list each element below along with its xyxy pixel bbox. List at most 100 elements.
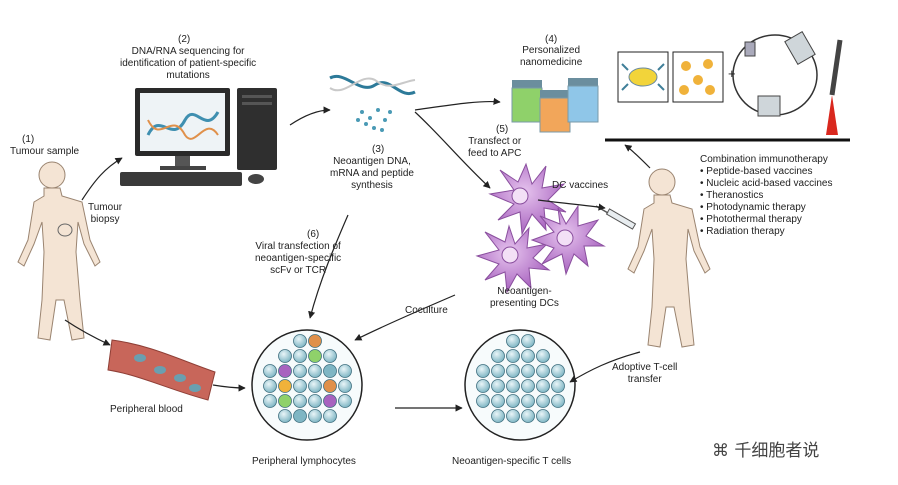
cell	[338, 379, 352, 393]
computer-illustration	[120, 88, 277, 186]
cell	[278, 364, 292, 378]
cell	[506, 334, 520, 348]
cell	[293, 409, 307, 423]
peripheral-lymphocytes-label: Peripheral lymphocytes	[252, 456, 356, 467]
syringe-icon	[595, 205, 637, 230]
dc-cell-3	[530, 204, 606, 276]
cell	[551, 379, 565, 393]
combination-item: • Radiation therapy	[700, 226, 785, 237]
cell	[293, 334, 307, 348]
transfect-label: Transfect or feed to APC	[468, 136, 522, 159]
watermark-text: 千细胞者说	[734, 441, 820, 461]
cell	[263, 364, 277, 378]
cell	[323, 349, 337, 363]
tumour-sample-label: Tumour sample	[10, 146, 80, 157]
plus-sign: +	[728, 66, 736, 81]
cell	[506, 379, 520, 393]
cell	[491, 349, 505, 363]
cell	[263, 379, 277, 393]
cell	[293, 364, 307, 378]
cell	[293, 394, 307, 408]
blood-vessel	[107, 339, 216, 401]
cell	[308, 409, 322, 423]
cell	[278, 409, 292, 423]
nanomedicine-step-number: (4)	[545, 34, 558, 45]
nanomedicine-label: Personalized nanomedicine	[520, 45, 583, 68]
cell	[323, 409, 337, 423]
adoptive-transfer-label: Adoptive T-cell transfer	[612, 362, 678, 385]
nanoparticle-box-1	[617, 51, 669, 103]
cell	[506, 394, 520, 408]
cell	[521, 409, 535, 423]
transfect-step-number: (5)	[496, 124, 509, 135]
synthesis-step-number: (3)	[372, 144, 385, 155]
nanoparticle-box-2	[672, 51, 724, 103]
cell	[308, 394, 322, 408]
viral-step-number: (6)	[307, 229, 320, 240]
patient-figure-left	[17, 161, 101, 341]
cell	[521, 349, 535, 363]
watermark: ⌘ 千细胞者说	[712, 436, 819, 461]
peripheral-lymphocytes-circle	[251, 329, 363, 441]
cell	[506, 364, 520, 378]
combination-title: Combination immunotherapy	[700, 154, 828, 165]
cell	[308, 334, 322, 348]
nanomedicine-vials	[511, 78, 599, 133]
cell	[551, 394, 565, 408]
cell	[521, 334, 535, 348]
cell	[506, 349, 520, 363]
sequencing-step-number: (2)	[178, 34, 191, 45]
combination-item: • Photodynamic therapy	[700, 202, 806, 213]
tumour-step-number: (1)	[22, 134, 35, 145]
cell	[293, 379, 307, 393]
cell	[278, 379, 292, 393]
cell	[491, 409, 505, 423]
combination-item: • Peptide-based vaccines	[700, 166, 813, 177]
cell	[263, 394, 277, 408]
viral-transfection-label: Viral transfection of neoantigen-specifi…	[255, 241, 342, 276]
cell	[521, 364, 535, 378]
peptide-dots	[356, 108, 392, 132]
cell	[491, 394, 505, 408]
wechat-icon: ⌘	[712, 441, 735, 461]
cell	[278, 394, 292, 408]
cell	[476, 379, 490, 393]
coculture-label: Coculture	[405, 305, 448, 316]
patient-figure-right	[627, 168, 711, 348]
tumour-biopsy-label: Tumour biopsy	[88, 202, 123, 225]
neoantigen-dcs-label: Neoantigen- presenting DCs	[490, 286, 559, 309]
cell	[293, 349, 307, 363]
combination-item: • Nucleic acid-based vaccines	[700, 178, 833, 189]
sequencing-label: DNA/RNA sequencing for identification of…	[120, 46, 257, 81]
dc-cell-2	[475, 224, 551, 294]
cell	[308, 349, 322, 363]
cell	[521, 394, 535, 408]
combination-item: • Photothermal therapy	[700, 214, 802, 225]
cell	[308, 379, 322, 393]
cell	[338, 394, 352, 408]
cell	[521, 379, 535, 393]
cell	[536, 364, 550, 378]
cell	[536, 349, 550, 363]
dc-vaccines-label: DC vaccines	[552, 180, 609, 191]
dc-cell-1	[488, 162, 567, 236]
cell	[308, 364, 322, 378]
cell	[551, 364, 565, 378]
dna-helix-icon	[329, 74, 416, 96]
cell	[338, 364, 352, 378]
cell	[536, 379, 550, 393]
cell	[476, 364, 490, 378]
cell	[536, 409, 550, 423]
synthesis-label: Neoantigen DNA, mRNA and peptide synthes…	[330, 156, 414, 191]
combination-item: • Theranostics	[700, 190, 764, 201]
cell	[491, 364, 505, 378]
cell	[476, 394, 490, 408]
peripheral-blood-label: Peripheral blood	[110, 404, 183, 415]
cell	[536, 394, 550, 408]
cell	[278, 349, 292, 363]
irradiation-devices	[732, 31, 843, 135]
neoantigen-tcells-label: Neoantigen-specific T cells	[452, 456, 572, 467]
cell	[323, 379, 337, 393]
cell	[323, 364, 337, 378]
